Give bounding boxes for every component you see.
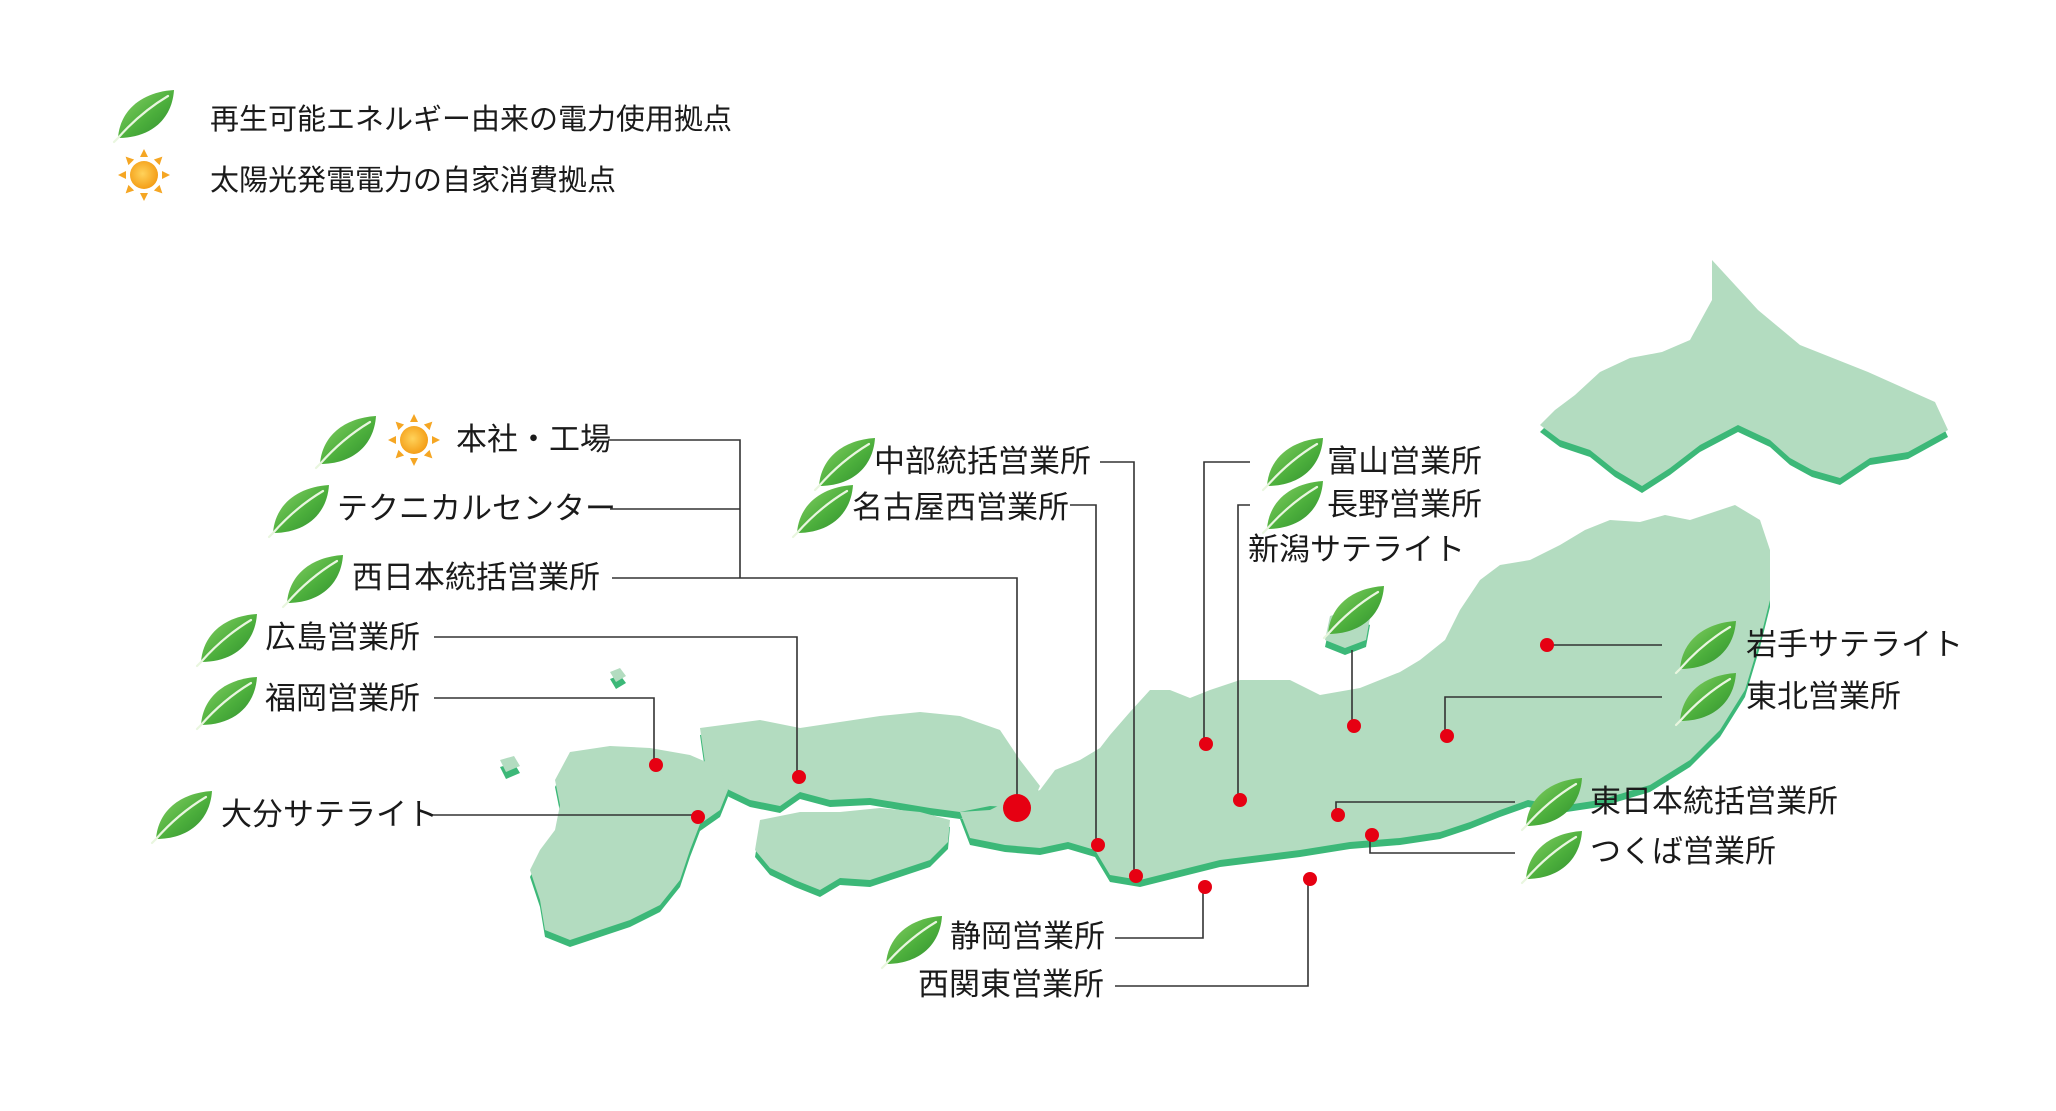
marker-tohoku[interactable]	[1440, 729, 1454, 743]
kyushu	[530, 746, 728, 940]
marker-niigata[interactable]	[1347, 719, 1361, 733]
marker-nagano[interactable]	[1233, 793, 1247, 807]
nagoya-nishi-leaf-icon	[791, 483, 855, 539]
site-label-toyama[interactable]: 富山営業所	[1327, 444, 1482, 480]
marker-shizuoka[interactable]	[1198, 880, 1212, 894]
marker-fukuoka[interactable]	[649, 758, 663, 772]
site-markers	[649, 638, 1554, 894]
site-label-higashinihon[interactable]: 東日本統括営業所	[1590, 784, 1838, 820]
hiroshima-leaf-icon	[195, 612, 259, 668]
site-label-hiroshima[interactable]: 広島営業所	[265, 620, 420, 656]
site-label-honsha[interactable]: 本社・工場	[456, 422, 611, 458]
site-label-chubu[interactable]: 中部統括営業所	[874, 444, 1091, 480]
honsha-sun-icon	[388, 414, 440, 466]
marker-tsukuba[interactable]	[1365, 828, 1379, 842]
nishinihon-leaf-icon	[281, 553, 345, 609]
leader-nishikanto	[1115, 879, 1309, 987]
legend-solar-label: 太陽光発電電力の自家消費拠点	[210, 163, 617, 197]
marker-chubu[interactable]	[1129, 869, 1143, 883]
leader-toyama	[1203, 461, 1250, 743]
chubu-leaf-icon	[813, 436, 877, 492]
tsushima-island	[500, 756, 520, 772]
marker-honsha[interactable]	[1003, 794, 1031, 822]
marker-hiroshima[interactable]	[792, 770, 806, 784]
legend-leaf-icon	[112, 88, 176, 144]
marker-nagoya-nishi[interactable]	[1091, 838, 1105, 852]
site-label-nishinihon[interactable]: 西日本統括営業所	[352, 560, 600, 596]
leader-lines	[430, 439, 1662, 987]
site-label-tsukuba[interactable]: つくば営業所	[1590, 834, 1776, 870]
marker-oita[interactable]	[691, 810, 705, 824]
site-label-nagoya-nishi[interactable]: 名古屋西営業所	[852, 490, 1069, 526]
leader-nagano	[1237, 504, 1250, 799]
oki-island	[610, 668, 626, 682]
marker-toyama[interactable]	[1199, 737, 1213, 751]
oita-leaf-icon	[150, 789, 214, 845]
hokkaido	[1540, 260, 1948, 486]
site-label-fukuoka[interactable]: 福岡営業所	[265, 681, 420, 717]
legend-sun-icon	[118, 149, 170, 201]
leader-hiroshima	[434, 636, 798, 775]
site-label-tohoku[interactable]: 東北営業所	[1746, 679, 1901, 715]
nagano-leaf-icon	[1261, 479, 1325, 535]
fukuoka-leaf-icon	[195, 675, 259, 731]
leader-honsha	[608, 439, 741, 578]
site-label-nagano[interactable]: 長野営業所	[1327, 487, 1482, 523]
site-label-nishikanto[interactable]: 西関東営業所	[918, 967, 1104, 1003]
site-label-shizuoka[interactable]: 静岡営業所	[950, 919, 1105, 955]
technical-center-leaf-icon	[267, 483, 331, 539]
leader-fukuoka	[434, 697, 655, 764]
site-label-niigata[interactable]: 新潟サテライト	[1248, 532, 1465, 568]
leader-chubu	[1100, 461, 1135, 874]
marker-nishikanto[interactable]	[1303, 872, 1317, 886]
legend-renewable-label: 再生可能エネルギー由来の電力使用拠点	[210, 102, 733, 136]
site-label-technical-center[interactable]: テクニカルセンター	[337, 491, 616, 527]
honsha-leaf-icon	[314, 414, 378, 470]
marker-iwate[interactable]	[1540, 638, 1554, 652]
site-label-iwate[interactable]: 岩手サテライト	[1746, 627, 1963, 663]
marker-higashinihon[interactable]	[1331, 808, 1345, 822]
site-label-oita[interactable]: 大分サテライト	[221, 797, 438, 833]
leader-tohoku	[1444, 696, 1662, 735]
leader-nishinihon	[612, 577, 1018, 807]
shikoku	[755, 808, 950, 890]
shizuoka-leaf-icon	[880, 914, 944, 970]
chugoku	[700, 712, 1040, 812]
tsukuba-leaf-icon	[1520, 829, 1584, 885]
leader-shizuoka	[1115, 887, 1204, 939]
leader-nagoya-nishi	[1070, 504, 1097, 843]
